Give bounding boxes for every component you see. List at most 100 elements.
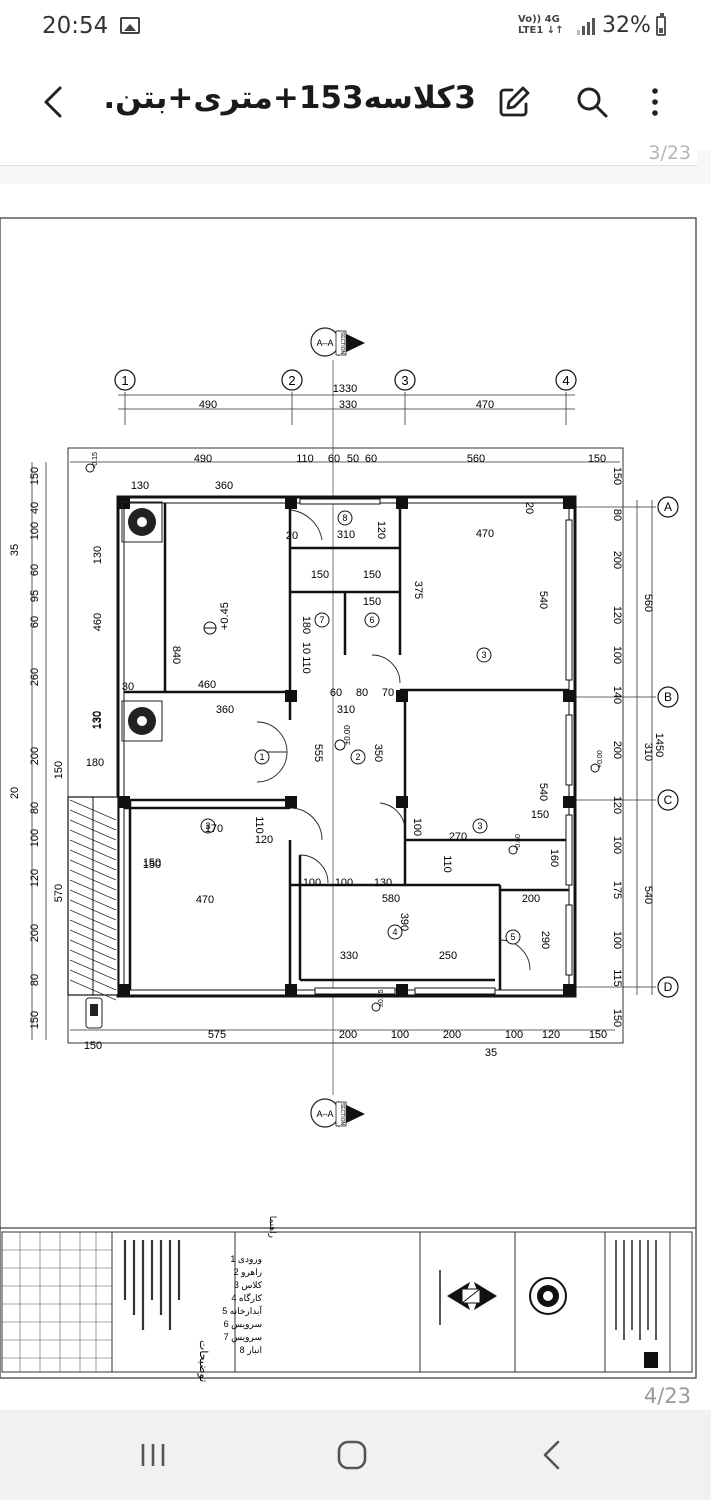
left-dim: 260 xyxy=(29,668,41,686)
sheet-frame xyxy=(0,217,697,1379)
interior-dim: 10 xyxy=(300,642,312,654)
network-indicator: Vo)) 4G LTE1 ↓↑ xyxy=(518,14,564,36)
search-icon[interactable] xyxy=(574,84,610,120)
page-indicator-bottom: 4/23 xyxy=(643,1384,691,1408)
top-detail-2: 110 xyxy=(296,453,314,465)
bottom-dim: 100 xyxy=(505,1029,523,1041)
interior-dim: 130 xyxy=(131,480,149,492)
bottom-dim: 200 xyxy=(339,1029,357,1041)
section-tag-top: SECTION xyxy=(339,332,345,355)
interior-dim: 20 xyxy=(523,502,535,514)
right-dim: 560 xyxy=(642,594,654,612)
left-dim: 200 xyxy=(29,747,41,765)
right-dim: 80 xyxy=(611,509,623,521)
grid-axis-label: 4 xyxy=(562,373,569,388)
left-dim: 40 xyxy=(29,502,41,514)
bottom-dim: 150 xyxy=(84,1040,102,1052)
left-dim: 60 xyxy=(29,616,41,628)
back-arrow-icon[interactable] xyxy=(34,82,74,122)
room-tag: 7 xyxy=(319,615,324,625)
right-dim: 120 xyxy=(611,796,623,814)
left-dim: 200 xyxy=(29,924,41,942)
grid-axis-label: A xyxy=(664,500,672,514)
level-zero: ±0.00 xyxy=(343,724,352,745)
right-dim: 120 xyxy=(611,606,623,624)
ministry-emblem xyxy=(529,1277,567,1315)
interior-dim: 70 xyxy=(382,687,394,699)
signal-icon xyxy=(577,18,595,35)
interior-dim: 150 xyxy=(143,859,161,871)
nav-back-icon[interactable] xyxy=(527,1432,577,1478)
right-dimensions: 1508020012010014020012010017510011515056… xyxy=(611,467,665,1027)
interior-dim: 60 xyxy=(330,687,342,699)
top-dimension-lines: 1330 490 330 470 490 110 60 50 60 560 15… xyxy=(70,383,620,465)
left-dim: 60 xyxy=(29,564,41,576)
left-dim: 180 xyxy=(86,757,104,769)
section-tag-bottom: SECTION xyxy=(339,1103,345,1126)
interior-dim: 470 xyxy=(196,894,214,906)
section-label-top: A–A xyxy=(316,338,333,348)
gallery-notification-icon xyxy=(120,17,140,34)
top-detail-5: 60 xyxy=(365,453,377,465)
interior-dim: 460 xyxy=(198,679,216,691)
top-detail-4: 50 xyxy=(347,453,359,465)
notes-heading: توضیحات xyxy=(197,1340,209,1382)
more-vert-icon[interactable] xyxy=(640,84,670,120)
windows xyxy=(299,498,573,995)
top-detail-7: 150 xyxy=(588,453,606,465)
interior-walls xyxy=(124,503,569,990)
network-bottom-text: LTE1 ↓↑ xyxy=(518,25,564,36)
right-dim: 1450 xyxy=(653,733,665,757)
right-dim: 175 xyxy=(611,881,623,899)
interior-dim: 390 xyxy=(398,913,410,931)
room-tag: 2 xyxy=(355,752,360,762)
grid-axis-label: 1 xyxy=(121,373,128,388)
left-dim: 150 xyxy=(29,1011,41,1029)
ramp-hatch xyxy=(67,796,119,1001)
interior-dim: 150 xyxy=(311,569,329,581)
interior-dim: 170 xyxy=(205,823,223,835)
battery-percent: 32% xyxy=(602,13,651,38)
legend-item: 1 ورودی xyxy=(230,1254,262,1265)
bottom-dim: 575 xyxy=(208,1029,226,1041)
interior-dim: 130 xyxy=(374,877,392,889)
document-title: 3کلاسه153+متری+بتن... xyxy=(104,80,476,116)
interior-dim: 120 xyxy=(255,834,273,846)
interior-dim: 360 xyxy=(216,704,234,716)
legend-item: 3 کلاس xyxy=(234,1280,263,1291)
interior-dim: 330 xyxy=(340,950,358,962)
left-dim: 150 xyxy=(53,761,65,779)
page-indicator-top: 3/23 xyxy=(648,142,691,164)
previous-page-strip[interactable]: 3/23 xyxy=(0,142,711,184)
left-dim: 20 xyxy=(9,787,21,799)
recent-apps-icon[interactable] xyxy=(128,1432,178,1478)
left-dim: 130 xyxy=(92,711,104,729)
status-bar: 20:54 Vo)) 4G LTE1 ↓↑ 32% xyxy=(0,0,711,56)
door-swings xyxy=(256,509,531,971)
interior-dim: 80 xyxy=(356,687,368,699)
left-dim: 100 xyxy=(29,522,41,540)
interior-dim: 120 xyxy=(375,521,387,539)
room-tag: 4 xyxy=(392,927,397,937)
interior-dim: 110 xyxy=(253,816,265,834)
site-boundary xyxy=(67,447,624,1044)
edit-icon[interactable] xyxy=(496,84,532,120)
legend-item: 8 انبار xyxy=(240,1345,262,1356)
home-icon[interactable] xyxy=(327,1432,377,1478)
bottom-dim: 100 xyxy=(391,1029,409,1041)
battery-icon xyxy=(656,13,666,36)
left-dim: 80 xyxy=(29,974,41,986)
interior-dim: 160 xyxy=(548,849,560,867)
interior-dim: 540 xyxy=(537,783,549,801)
north-arrow-symbol xyxy=(439,1270,497,1325)
legend-item: 2 راهرو xyxy=(234,1267,262,1278)
left-dim: 460 xyxy=(92,613,104,631)
grid-axis-label: C xyxy=(664,793,673,807)
top-span-3: 470 xyxy=(476,399,494,411)
section-marker-top: A–A SECTION xyxy=(310,327,365,357)
